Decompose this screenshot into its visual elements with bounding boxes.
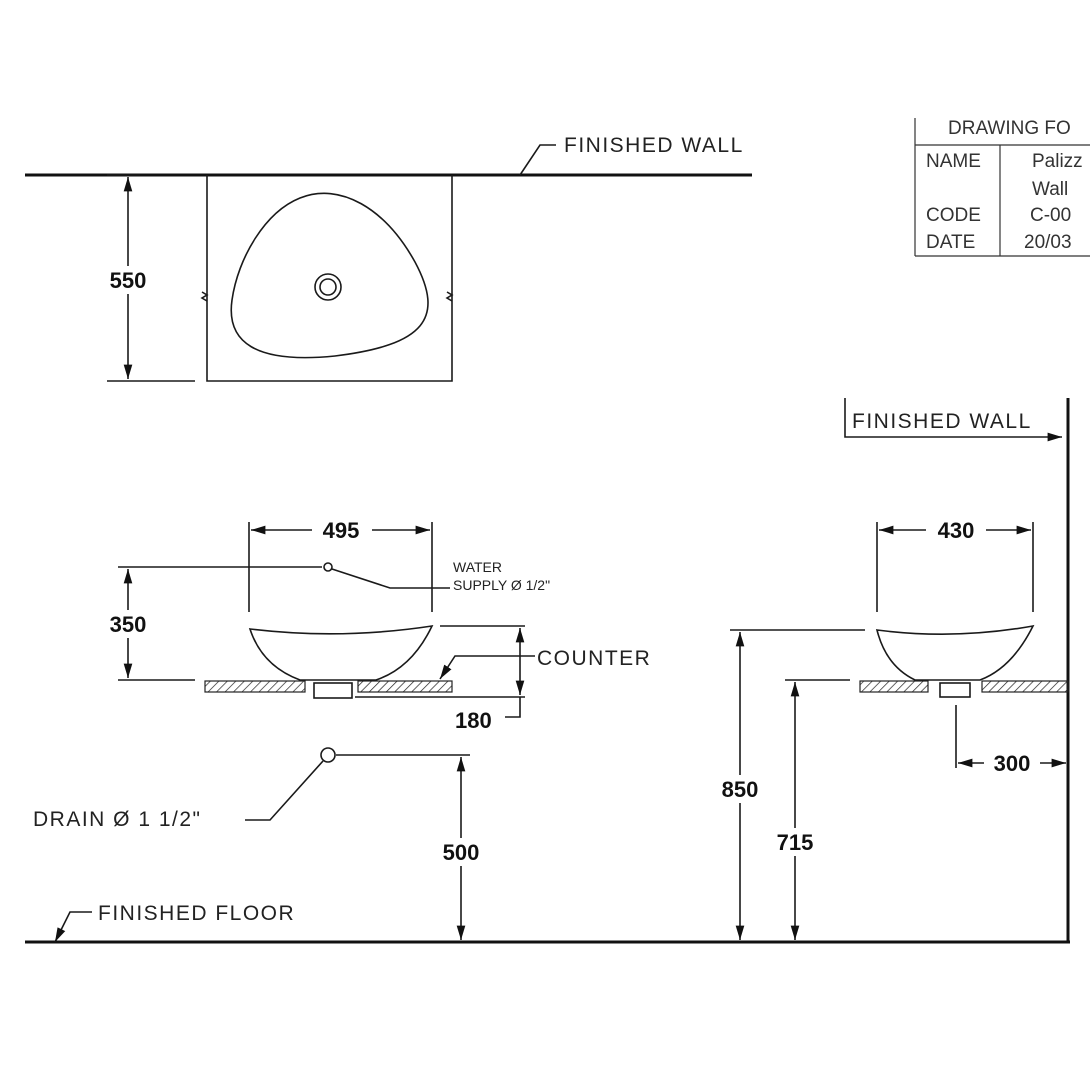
drain-label: DRAIN Ø 1 1/2" <box>33 808 202 831</box>
counter-section <box>981 680 1069 693</box>
basin-height-dimension: 180 <box>455 708 492 733</box>
floor-label: FINISHED FLOOR <box>98 902 295 925</box>
supply-height-dimension: 350 <box>110 612 147 637</box>
title-row-value: Palizz <box>1032 151 1083 172</box>
counter-section <box>357 680 453 693</box>
drain-fitting <box>313 682 353 699</box>
plan-view: FINISHED WALL 550 <box>25 134 752 382</box>
counter-height-dimension: 715 <box>777 830 814 855</box>
front-view: 495 WATER SUPPLY Ø 1/2" 350 180 COUNTER … <box>25 515 1070 944</box>
side-width-dimension: 430 <box>938 518 975 543</box>
title-block-header: DRAWING FO <box>948 118 1071 139</box>
counter-label: COUNTER <box>537 647 651 670</box>
plan-wall-label: FINISHED WALL <box>564 134 744 157</box>
rim-height-dimension: 850 <box>722 777 759 802</box>
basin-front <box>248 624 434 681</box>
side-wall-label: FINISHED WALL <box>852 410 1032 433</box>
water-supply-size: SUPPLY Ø 1/2" <box>453 577 550 593</box>
depth-dimension: 550 <box>110 268 147 293</box>
title-row-value: Wall <box>1032 179 1068 200</box>
drain-fitting <box>939 682 971 698</box>
drain-height-dimension: 500 <box>443 840 480 865</box>
basin-side <box>875 624 1035 681</box>
water-supply-icon <box>323 562 333 572</box>
countertop-outline <box>206 175 453 382</box>
title-block: DRAWING FO NAME Palizz Wall CODE C-00 DA… <box>914 118 1090 257</box>
side-view: FINISHED WALL 430 300 850 715 <box>712 398 1070 942</box>
counter-section <box>204 680 306 693</box>
front-width-dimension: 495 <box>323 518 360 543</box>
counter-section <box>859 680 929 693</box>
wall-leader <box>519 144 556 176</box>
basin-outline <box>230 192 429 359</box>
drain-icon <box>320 747 336 763</box>
water-supply-label: WATER <box>453 559 502 575</box>
title-row-label: NAME <box>926 151 981 172</box>
wall-offset-dimension: 300 <box>994 751 1031 776</box>
title-row-value: C-00 <box>1030 205 1071 226</box>
title-row-label: DATE <box>926 232 975 253</box>
title-row-value: 20/03 <box>1024 232 1072 253</box>
title-row-label: CODE <box>926 205 981 226</box>
drain-icon <box>314 273 342 301</box>
